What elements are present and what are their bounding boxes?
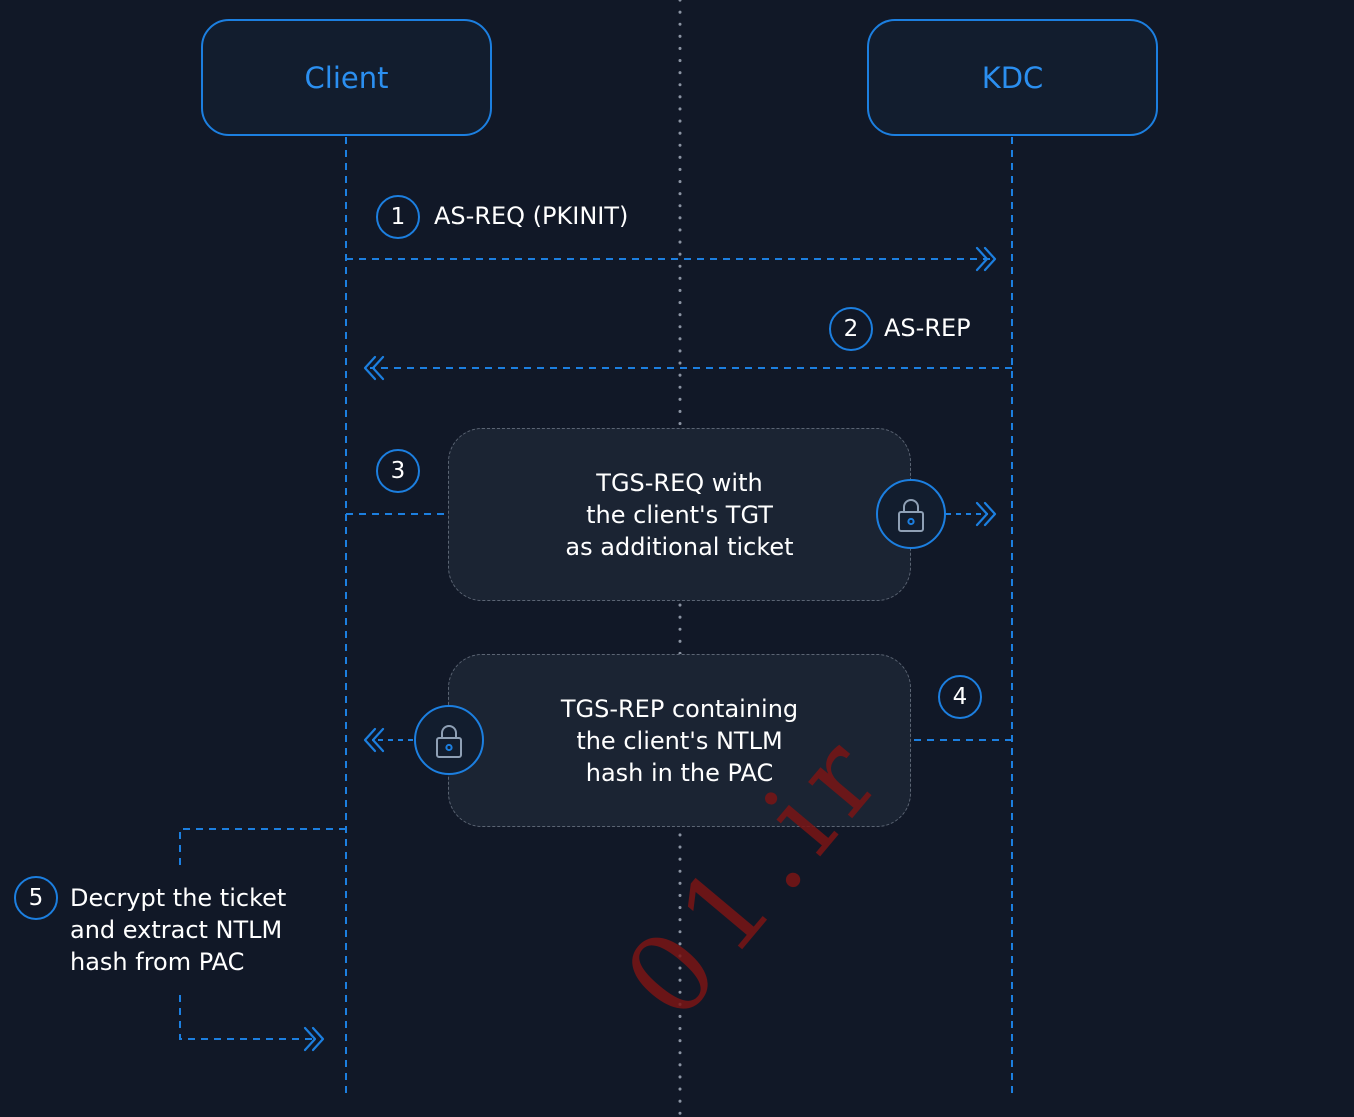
step5-loop-top xyxy=(179,828,346,866)
client-actor-box: Client xyxy=(201,19,492,136)
double-chevron-left-icon xyxy=(363,355,385,381)
double-chevron-right-icon xyxy=(975,246,997,272)
step4-number-badge: 4 xyxy=(938,675,982,719)
step2-label: AS-REP xyxy=(884,314,971,342)
client-actor-label: Client xyxy=(304,60,389,95)
kdc-actor-label: KDC xyxy=(981,60,1044,95)
step2-number-badge: 2 xyxy=(829,307,873,351)
step5-note: Decrypt the ticket and extract NTLM hash… xyxy=(70,884,287,976)
step4-lock-badge xyxy=(414,705,484,775)
step5-loop-bottom xyxy=(179,995,318,1040)
step4-message-text: TGS-REP containing the client's NTLM has… xyxy=(560,694,799,787)
step4-message-box: TGS-REP containing the client's NTLM has… xyxy=(448,654,911,827)
double-chevron-right-icon xyxy=(975,501,997,527)
step1-label: AS-REQ (PKINIT) xyxy=(434,202,629,230)
step3-lock-badge xyxy=(876,479,946,549)
double-chevron-left-icon xyxy=(363,727,385,753)
step3-message-box: TGS-REQ with the client's TGT as additio… xyxy=(448,428,911,601)
step3-number-badge: 3 xyxy=(376,449,420,493)
step5-number-badge: 5 xyxy=(14,876,58,920)
double-chevron-right-icon xyxy=(303,1026,325,1052)
lock-icon xyxy=(436,725,462,758)
lock-icon xyxy=(898,499,924,532)
kdc-actor-box: KDC xyxy=(867,19,1158,136)
step3-message-text: TGS-REQ with the client's TGT as additio… xyxy=(565,468,794,561)
step1-number-badge: 1 xyxy=(376,195,420,239)
